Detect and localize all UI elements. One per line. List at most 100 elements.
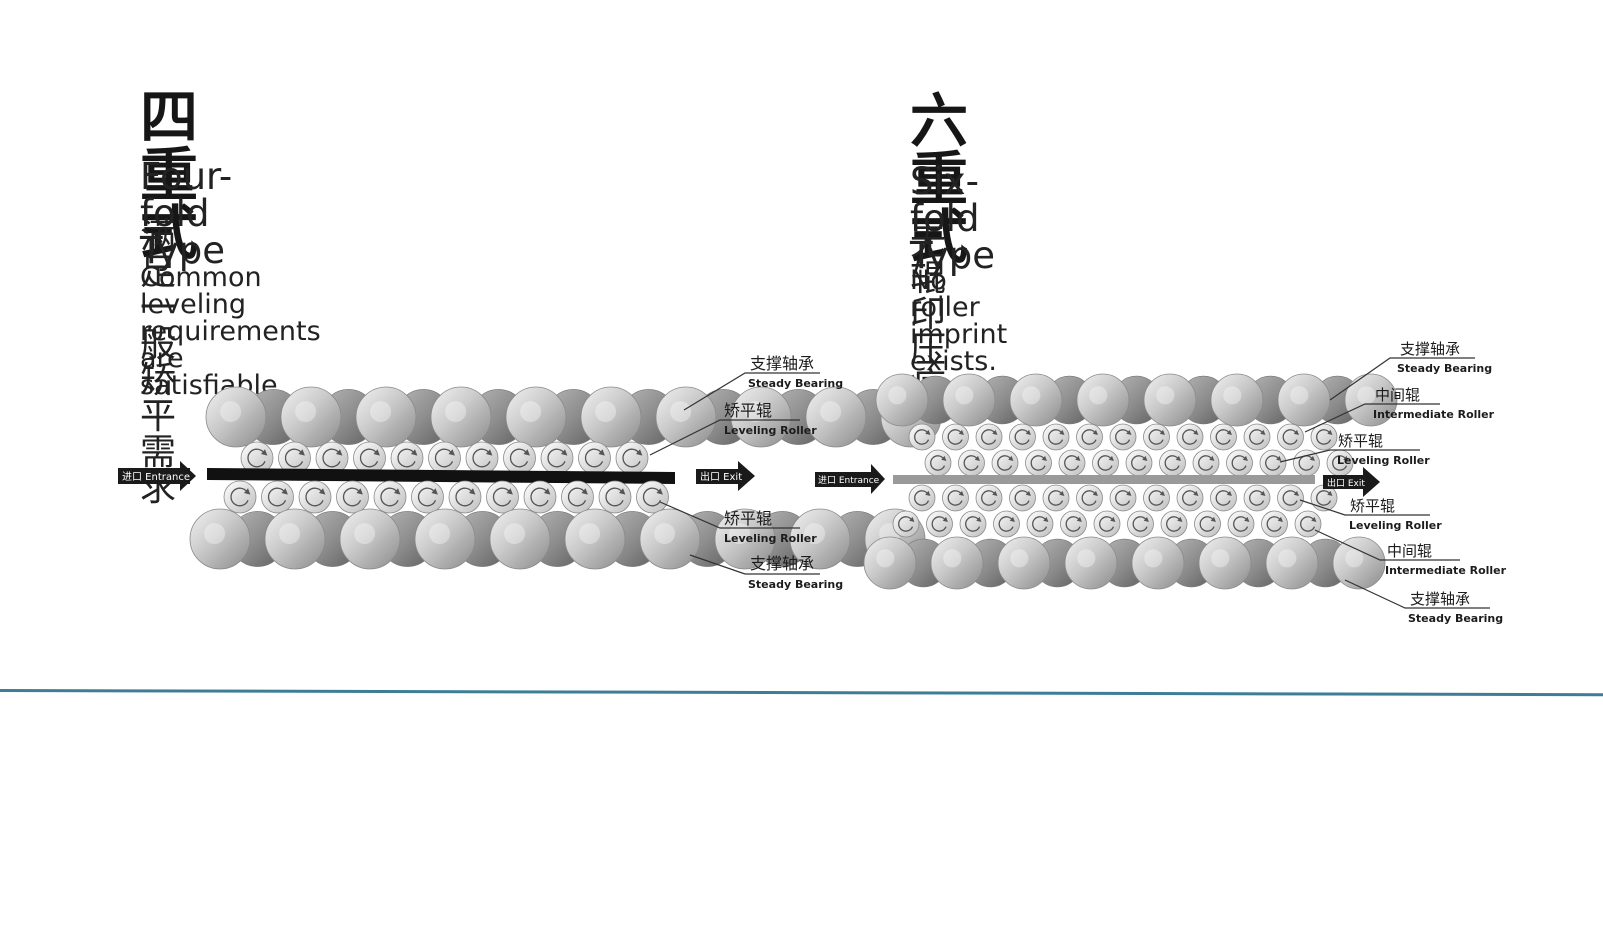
four-fold-bottom-leveling-rotation-arrowhead: [281, 488, 288, 495]
four-fold-bottom-bearing-highlight: [204, 523, 226, 545]
four-fold-top-leveling-rotation-arrowhead: [261, 449, 268, 456]
six-fold-top-bearing-roller: [942, 373, 996, 427]
six-fold-top-leveling-rotation-arrowhead: [1276, 455, 1282, 462]
six-fold-bottom-intermediate-rotation-mark: [1099, 516, 1115, 532]
four-fold-top-leveling-roller: [503, 441, 536, 475]
four-fold-top-leveling-roller: [578, 441, 611, 475]
four-fold-top-leveling-rotation-arrowhead: [298, 449, 305, 456]
four-fold-subtitle-zh: 满足一般矫平需求: [140, 216, 177, 509]
four-fold-bottom-leveling-roller: [636, 480, 669, 514]
six-fold-bottom-intermediate-rotation-mark: [931, 516, 947, 532]
six-fold-top-leveling-roller: [1058, 449, 1086, 477]
six-fold-top-leveling-roller: [924, 449, 952, 477]
four-fold-bottom-leveling-rotation-arrowhead: [469, 488, 476, 495]
four-fold-top-leveling-roller: [428, 441, 461, 475]
six-fold-top-leveling-rotation-arrowhead: [1142, 455, 1148, 462]
six-fold-bottom-leveling-rotation-arrowhead: [1059, 490, 1065, 497]
six-fold-bottom-bearing-highlight: [1345, 549, 1364, 568]
callout-leveling-roller-top: 矫平辊 Leveling Roller: [649, 401, 817, 456]
six-fold-bottom-leveling-rotation-arrowhead: [1327, 490, 1333, 497]
six-fold-bottom-intermediate-roller: [892, 510, 920, 538]
six-fold-bottom-intermediate-rotation-arrowhead: [1009, 516, 1015, 523]
four-fold-top-leveling-rotation-mark: [584, 448, 604, 468]
four-fold-bottom-leveling-roller: [298, 480, 332, 514]
four-fold-top-bearing-highlight: [370, 401, 392, 423]
six-fold-bottom-leveling-roller: [908, 484, 936, 512]
six-fold-top-bearing-roller: [1076, 373, 1130, 427]
callout-leveling-roller-bottom: 矫平辊 Leveling Roller: [1299, 497, 1442, 532]
six-fold-bottom-leveling-rotation-mark: [1014, 490, 1030, 506]
four-fold-top-bearing-highlight: [295, 401, 317, 423]
four-fold-bottom-leveling-rotation-arrowhead: [619, 488, 626, 495]
six-fold-top-leveling-roller: [1025, 449, 1052, 477]
four-fold-bottom-leveling-rotation-mark: [305, 487, 324, 507]
four-fold-bottom-bearing-roller: [414, 508, 476, 570]
four-fold-callouts: 支撑轴承 Steady Bearing 矫平辊 Leveling Roller …: [649, 354, 843, 591]
four-fold-bottom-leveling-roller: [336, 480, 369, 514]
four-fold-bottom-bearing-roller: [264, 508, 326, 570]
four-fold-bottom-leveling-roller: [373, 480, 407, 514]
four-fold-top-leveling-roller: [390, 441, 424, 475]
six-fold-top-intermediate-roller: [1009, 423, 1036, 451]
six-fold-strip: [893, 475, 1315, 484]
four-fold-top-leveling-roller: [540, 441, 574, 475]
six-fold-top-leveling-rotation-arrowhead: [1209, 455, 1215, 462]
six-fold-bottom-bearing-highlight: [1278, 549, 1297, 568]
six-fold-top-intermediate-rotation-mark: [914, 429, 930, 445]
four-fold-top-bearing-highlight: [220, 401, 242, 423]
six-fold-top-intermediate-roller: [942, 423, 969, 451]
four-fold-bottom-leveling-rotation-arrowhead: [244, 488, 251, 495]
four-fold-bottom-bearing-highlight: [804, 523, 826, 545]
six-fold-bottom-bearing-highlight: [1077, 549, 1096, 568]
six-fold-bottom-intermediate-roller: [926, 510, 953, 538]
six-fold-bottom-intermediate-rotation-arrowhead: [1244, 516, 1250, 523]
callout-steady-bearing-top: 支撑轴承 Steady Bearing: [1329, 340, 1492, 401]
six-fold-bottom-intermediate-roller: [959, 510, 987, 538]
six-fold-bottom-intermediate-roller: [993, 510, 1020, 538]
six-fold-bottom-leveling-roller: [1109, 484, 1137, 512]
six-fold-bottom-leveling-rotation-arrowhead: [1025, 490, 1031, 497]
six-fold-top-bearing-roller: [1210, 373, 1264, 427]
six-fold-bottom-bearing-highlight: [1211, 549, 1230, 568]
six-fold-top-leveling-rotation-arrowhead: [1108, 455, 1114, 462]
six-fold-bottom-leveling-rotation-mark: [914, 490, 930, 506]
six-fold-top-intermediate-roller: [1176, 423, 1204, 451]
six-fold-top-intermediate-rotation-arrowhead: [925, 429, 931, 436]
six-fold-top-intermediate-rotation-mark: [1048, 429, 1064, 445]
four-fold-top-leveling-rotation-mark: [284, 448, 304, 468]
six-fold-bottom-leveling-rotation-arrowhead: [1193, 490, 1199, 497]
six-fold-top-intermediate-roller: [1277, 423, 1304, 451]
six-fold-top-intermediate-rotation-arrowhead: [1059, 429, 1065, 436]
six-fold-top-bearing-highlight: [1156, 386, 1175, 405]
six-fold-bottom-leveling-rotation-arrowhead: [1260, 490, 1266, 497]
four-fold-bottom-bearing-roller: [189, 508, 251, 570]
six-fold-top-leveling-rotation-mark: [1198, 455, 1214, 471]
six-fold-bottom-intermediate-roller: [1227, 510, 1255, 538]
callout-zh: 矫平辊: [1350, 497, 1395, 515]
callout-leveling-roller-bottom: 矫平辊 Leveling Roller: [659, 501, 817, 545]
six-fold-bottom-leveling-rotation-arrowhead: [958, 490, 964, 497]
six-fold-bottom-bearing-roller: [997, 536, 1051, 590]
six-fold-top-intermediate-rotation-mark: [1316, 429, 1332, 445]
six-fold-top-leveling-rotation-arrowhead: [1008, 455, 1014, 462]
six-fold-bottom-intermediate-rotation-arrowhead: [1177, 516, 1183, 523]
four-fold-entrance-label: 进口 Entrance: [122, 471, 190, 483]
six-fold-bottom-leveling-rotation-mark: [1316, 490, 1332, 506]
callout-en: Steady Bearing: [748, 578, 843, 591]
four-fold-top-bearing-highlight: [445, 401, 467, 423]
four-fold-bottom-leveling-rotation-arrowhead: [356, 488, 363, 495]
six-fold-diagram: [863, 373, 1398, 590]
four-fold-bottom-leveling-rotation-arrowhead: [431, 488, 438, 495]
six-fold-bottom-leveling-rotation-arrowhead: [992, 490, 998, 497]
six-fold-top-leveling-roller: [991, 449, 1019, 477]
six-fold-top-bearing-highlight: [1290, 386, 1309, 405]
four-fold-top-bearing-roller: [430, 386, 492, 448]
six-fold-top-bearing-highlight: [888, 386, 907, 405]
four-fold-bottom-leveling-roller: [523, 480, 557, 514]
four-fold-bottom-leveling-roller: [598, 480, 632, 514]
six-fold-top-intermediate-rotation-mark: [1282, 429, 1298, 445]
four-fold-top-leveling-rotation-mark: [509, 448, 529, 468]
six-fold-top-intermediate-rotation-mark: [1115, 429, 1131, 445]
six-fold-bottom-intermediate-rotation-mark: [1233, 516, 1249, 532]
six-fold-bottom-bearing-highlight: [1144, 549, 1163, 568]
